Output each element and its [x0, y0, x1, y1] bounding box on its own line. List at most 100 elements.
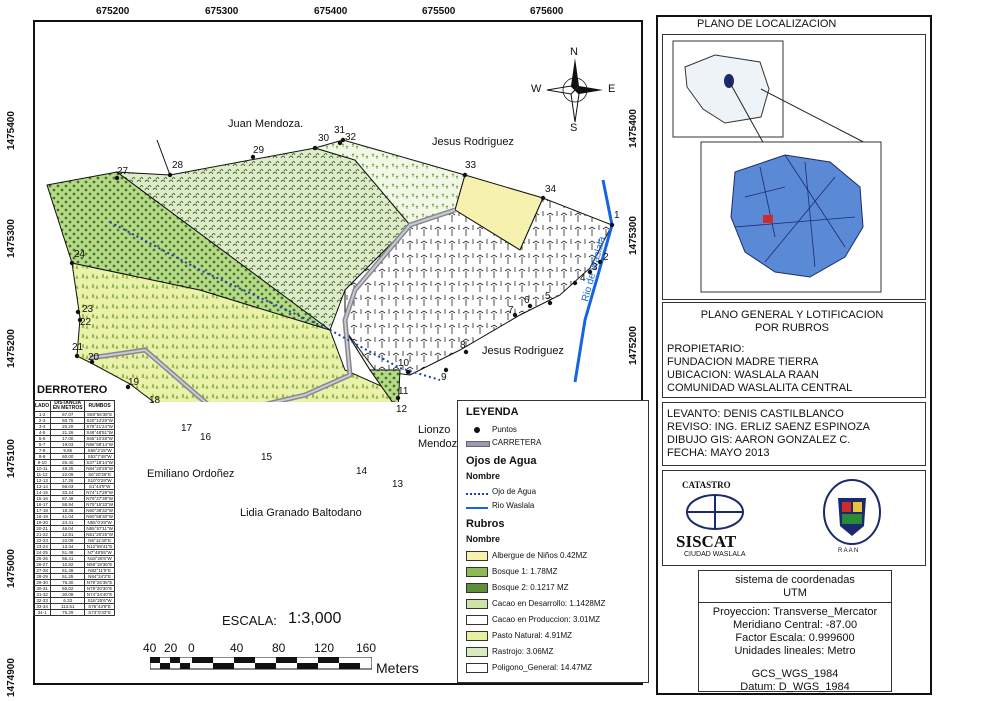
point-label: 8 [460, 340, 466, 351]
derrotero-cell: S20°13'29"W [84, 417, 115, 424]
scalebar-tick: 80 [272, 641, 286, 655]
point-label: 9 [441, 372, 447, 383]
point-label: 28 [172, 160, 184, 171]
derrotero-cell: S73°0'33"E [84, 609, 115, 616]
point-label: 15 [261, 452, 273, 463]
legend-swatch [466, 663, 488, 673]
x-tick: 675400 [314, 6, 348, 17]
derrotero-cell: S75°43'8"E [84, 603, 115, 610]
projection: Proyeccion: Transverse_Mercator [712, 606, 878, 618]
point-label: 11 [398, 386, 409, 397]
surveyor: LEVANTO: DENIS CASTILBLANCO [667, 408, 844, 420]
date: FECHA: MAYO 2013 [667, 447, 770, 459]
point-label: 24 [74, 249, 86, 260]
derrotero-cell: N74°17'29"W [84, 489, 115, 496]
derrotero-cell: N5°11'40"E [84, 537, 115, 544]
derrotero-cell: S10°0'29"W [84, 477, 115, 484]
loc-map-box [662, 34, 926, 300]
point-label: 30 [318, 133, 330, 144]
point-label: 21 [72, 342, 84, 353]
y-tick: 1475300 [6, 219, 17, 258]
y-tick: 1475100 [6, 439, 17, 478]
legend-item-label: Cacao en Produccion: 3.01MZ [492, 615, 601, 624]
derrotero-cell: N58°18'36"E [84, 561, 115, 568]
plan-title: PLANO GENERAL Y LOTIFICACION POR RUBROS [700, 309, 884, 334]
neighbor-label-lionzo: Lionzo Mendoza [418, 424, 464, 450]
legend-rubros-title: Rubros [466, 518, 505, 530]
derrotero-cell: S16°25'6"W [84, 597, 115, 604]
catastro-emblem-icon [686, 494, 744, 530]
point-label: 33 [465, 160, 477, 171]
point-label: 14 [356, 466, 368, 477]
legend-swatch [466, 583, 488, 593]
loc-title: PLANO DE LOCALIZACION [697, 18, 837, 30]
legend-carretera: CARRETERA [492, 438, 542, 447]
derrotero-cell: N51°20'25"W [84, 531, 115, 538]
point-label: 3 [592, 262, 598, 273]
x-tick: 675300 [205, 6, 239, 17]
col-header: LADO [32, 400, 52, 412]
derrotero-cell: S78°41'24"W [84, 423, 115, 430]
catastro-logo: CATASTRO SISCAT CIUDAD WASLALA [672, 478, 764, 562]
derrotero-cell: N74°34'40"E [84, 591, 115, 598]
coord-utm: UTM [783, 587, 807, 599]
legend-item-label: Bosque 2: 0.1217 MZ [492, 583, 569, 592]
raan-text: R A A N [838, 548, 859, 554]
derrotero-cell: S37°18'14"W [84, 459, 115, 466]
legend-item-label: Rastrojo: 3.06MZ [492, 647, 554, 656]
legend-swatch [466, 599, 488, 609]
point-label: 20 [88, 352, 100, 363]
compass-e: E [608, 83, 616, 95]
point-label: 22 [80, 317, 92, 328]
scale-factor: Factor Escala: 0.999600 [735, 632, 855, 644]
point-label: 29 [253, 145, 265, 156]
derrotero-cell: S1°44'9"W [84, 483, 115, 490]
credits-box [662, 402, 926, 466]
point-label: 4 [580, 273, 586, 284]
derrotero-cell: N86°59'14"W [84, 441, 115, 448]
point-label: 6 [524, 295, 530, 306]
point-label: 34 [545, 184, 557, 195]
legend-ojos-title: Ojos de Agua [466, 455, 537, 467]
owner-label: PROPIETARIO: [667, 343, 745, 355]
scalebar-unit: Meters [376, 660, 419, 676]
derrotero-cell: 34-1 [32, 609, 52, 616]
linear-units: Unidades lineales: Metro [734, 645, 856, 657]
derrotero-cell: N82°11'5"E [84, 567, 115, 574]
derrotero-cell: S48°48'51"W [84, 429, 115, 436]
neighbor-label-juan: Juan Mendoza. [228, 118, 304, 130]
derrotero-cell: N84°20'25"W [84, 465, 115, 472]
coord-divider [698, 602, 892, 603]
legend-swatch [466, 631, 488, 641]
community-text: COMUNIDAD WASLALITA CENTRAL [667, 382, 853, 394]
derrotero-cell: N75°15'33"W [84, 501, 115, 508]
derrotero-cell: S6°20'25"E [84, 471, 115, 478]
point-symbol-icon [474, 427, 480, 433]
legend-title: LEYENDA [466, 406, 519, 418]
point-label: 2 [603, 252, 609, 263]
derrotero-cell: N79°25'35"E [84, 579, 115, 586]
municipal-seal-icon [823, 479, 881, 545]
derrotero-cell: N79°27'39"W [84, 495, 115, 502]
neighbor-label-emiliano: Emiliano Ordoñez [147, 468, 235, 480]
coords-box [698, 570, 892, 692]
scalebar-tick: 40 [143, 641, 157, 655]
point-label: 1 [614, 210, 620, 221]
location-text: UBICACION: WASLALA RAAN [667, 369, 819, 381]
datum: Datum: D_WGS_1984 [740, 681, 850, 693]
legend-swatch [466, 551, 488, 561]
ciudad-text: CIUDAD WASLALA [684, 551, 746, 558]
point-label: 17 [181, 423, 193, 434]
y-tick: 1475400 [6, 111, 17, 150]
river-symbol-icon [466, 507, 488, 509]
derrotero-cell: N55°57'11"W [84, 525, 115, 532]
legend-item-label: Albergue de Niños 0.42MZ [492, 551, 588, 560]
point-label: 18 [149, 395, 161, 406]
legend: LEYENDA Puntos CARRETERA Ojos de Agua No… [457, 400, 649, 683]
derrotero-cell: S65°10'28"W [84, 435, 115, 442]
legend-item-label: Pasto Natural: 4.91MZ [492, 631, 573, 640]
derrotero-cell: N79°20'30"E [84, 585, 115, 592]
